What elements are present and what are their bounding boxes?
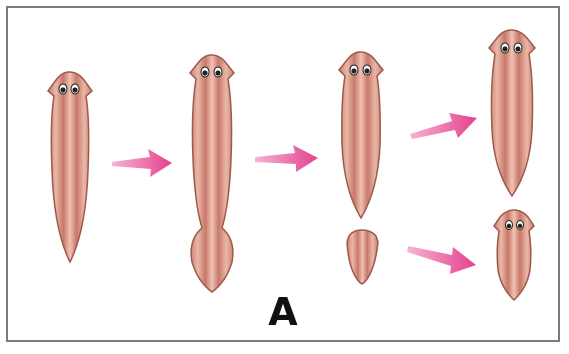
figure-label: A — [258, 292, 308, 332]
planarian-constricting — [190, 55, 234, 292]
